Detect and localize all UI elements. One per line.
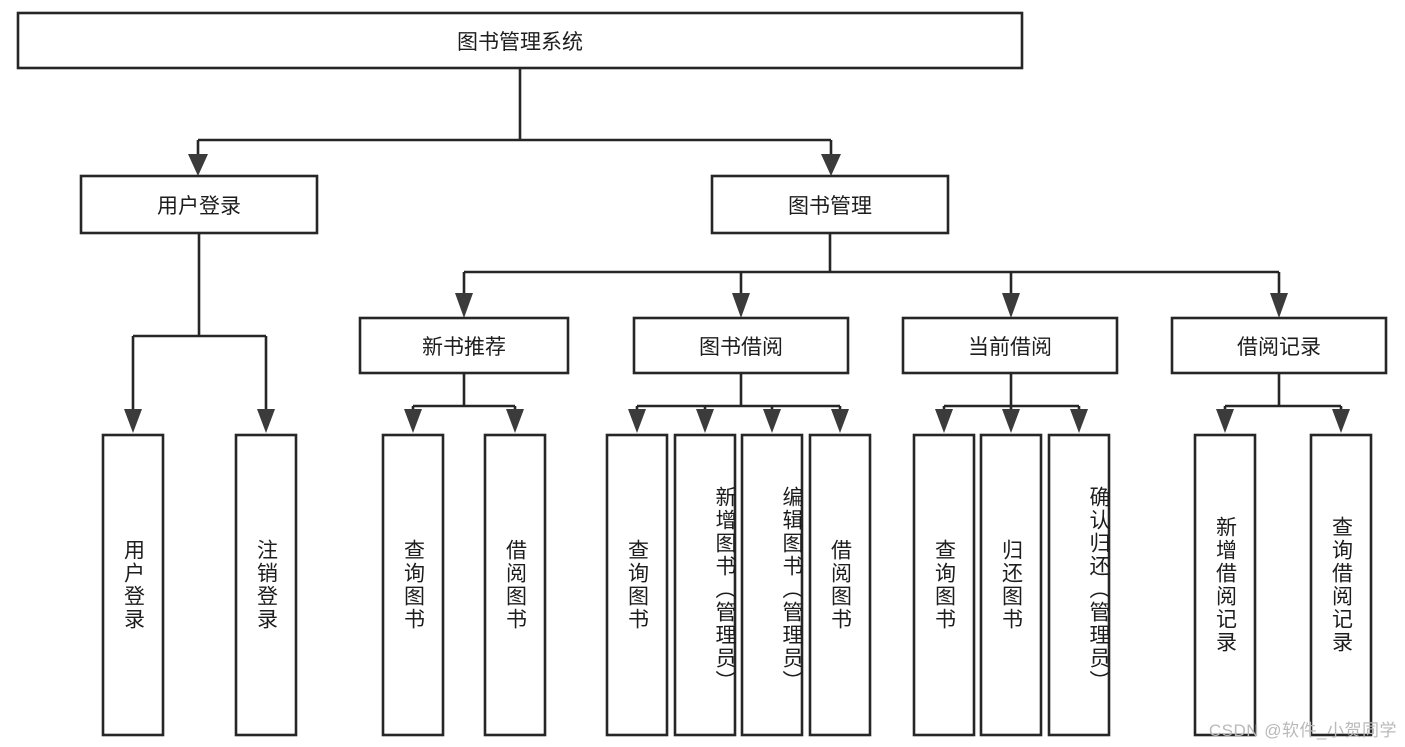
node-box-current-borrow[interactable]	[901, 316, 1119, 375]
node-box-leaf-borrow-record-0[interactable]	[1193, 433, 1257, 737]
arrow-new-book-to-leaf-0	[404, 409, 422, 433]
node-box-leaf-user-login-0[interactable]	[101, 433, 165, 737]
arrow-user-login-to-leaf-1	[257, 409, 275, 433]
node-box-leaf-user-login-1[interactable]	[234, 433, 298, 737]
node-box-leaf-new-book-1[interactable]	[483, 433, 547, 737]
arrow-book-manage-to-l3-3	[1270, 293, 1288, 318]
arrow-root-to-user-login	[188, 154, 208, 176]
node-box-book-manage[interactable]	[710, 174, 950, 235]
node-box-new-book-recommend[interactable]	[358, 316, 570, 375]
arrow-book-borrow-to-leaf-3	[831, 409, 849, 433]
node-box-leaf-book-borrow-1[interactable]	[673, 433, 737, 737]
node-box-borrow-record[interactable]	[1170, 316, 1388, 375]
arrow-book-borrow-to-leaf-0	[628, 409, 646, 433]
node-box-leaf-book-borrow-3[interactable]	[808, 433, 872, 737]
node-box-leaf-current-borrow-0[interactable]	[912, 433, 976, 737]
node-box-leaf-borrow-record-1[interactable]	[1309, 433, 1373, 737]
arrow-borrow-record-to-leaf-0	[1216, 409, 1234, 433]
arrow-current-borrow-to-leaf-1	[1002, 409, 1020, 433]
arrow-user-login-to-leaf-0	[124, 409, 142, 433]
node-box-user-login[interactable]	[79, 174, 319, 235]
arrow-book-manage-to-l3-1	[732, 293, 750, 318]
watermark-text: CSDN @软件_小贺同学	[1208, 721, 1397, 740]
arrow-new-book-to-leaf-1	[506, 409, 524, 433]
node-box-book-borrow[interactable]	[632, 316, 850, 375]
node-box-leaf-new-book-0[interactable]	[381, 433, 445, 737]
node-box-leaf-current-borrow-1[interactable]	[979, 433, 1043, 737]
arrow-book-manage-to-l3-2	[1002, 293, 1020, 318]
arrow-root-to-book-manage	[821, 154, 841, 176]
node-box-leaf-book-borrow-0[interactable]	[605, 433, 669, 737]
arrow-current-borrow-to-leaf-2	[1070, 409, 1088, 433]
arrow-book-manage-to-l3-0	[455, 293, 473, 318]
arrow-borrow-record-to-leaf-1	[1332, 409, 1350, 433]
arrow-current-borrow-to-leaf-0	[935, 409, 953, 433]
node-box-leaf-book-borrow-2[interactable]	[740, 433, 804, 737]
node-box-leaf-current-borrow-2[interactable]	[1047, 433, 1111, 737]
node-box-root[interactable]	[16, 11, 1024, 70]
arrow-book-borrow-to-leaf-2	[763, 409, 781, 433]
arrow-book-borrow-to-leaf-1	[696, 409, 714, 433]
